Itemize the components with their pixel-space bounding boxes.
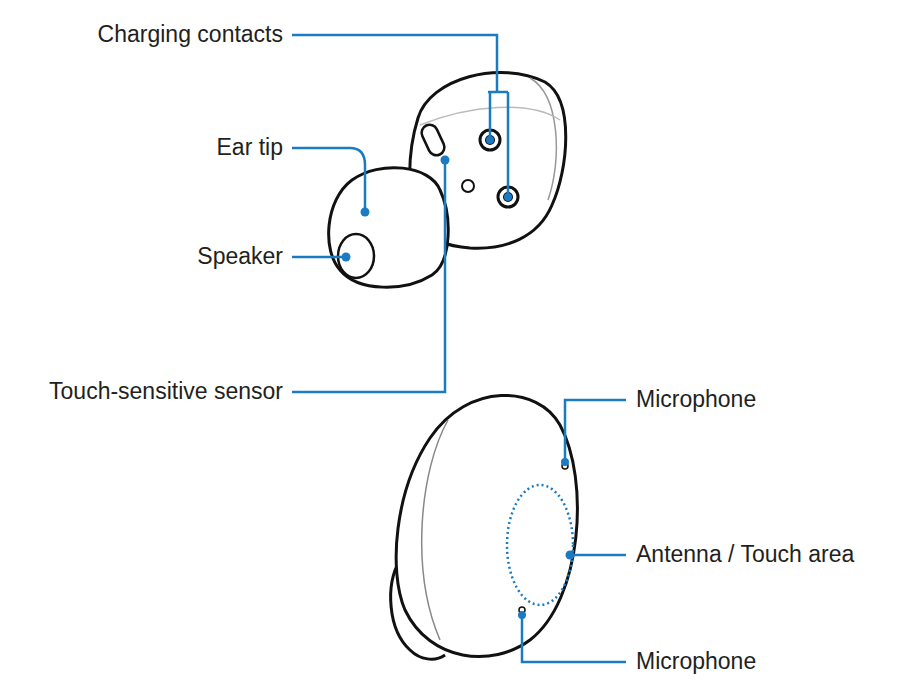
leader-dot	[518, 611, 526, 619]
leader-dot	[561, 458, 569, 466]
part-label: Touch-sensitive sensor	[49, 379, 283, 404]
speaker-mesh	[338, 234, 374, 278]
leader-dot	[361, 208, 370, 217]
part-label: Microphone	[636, 387, 756, 412]
antenna-touch-area	[507, 485, 573, 605]
part-label: Ear tip	[217, 135, 283, 160]
leader-dot	[566, 551, 575, 560]
leader-dot	[441, 156, 450, 165]
leader-line	[522, 615, 626, 662]
touch-sensor-window	[419, 122, 447, 158]
ear-tip	[329, 168, 449, 288]
earbud-body-bottom	[396, 395, 577, 656]
part-label: Speaker	[197, 244, 283, 269]
part-label: Charging contacts	[98, 22, 283, 47]
leader-dot	[342, 253, 351, 262]
charging-contact	[485, 135, 495, 145]
leader-line	[292, 148, 365, 212]
charging-contact	[503, 192, 513, 202]
leader-line	[570, 554, 626, 557]
part-label: Microphone	[636, 649, 756, 674]
earbud-body-shade	[530, 78, 556, 200]
part-label: Antenna / Touch area	[636, 542, 854, 567]
leader-line	[292, 256, 346, 259]
leader-dot	[486, 136, 494, 144]
leader-line	[565, 400, 626, 462]
leader-line	[292, 160, 445, 392]
screw-hole	[462, 180, 474, 192]
leader-dot	[504, 193, 512, 201]
leader-line	[292, 35, 508, 197]
earbud-rim-bottom	[422, 420, 448, 640]
